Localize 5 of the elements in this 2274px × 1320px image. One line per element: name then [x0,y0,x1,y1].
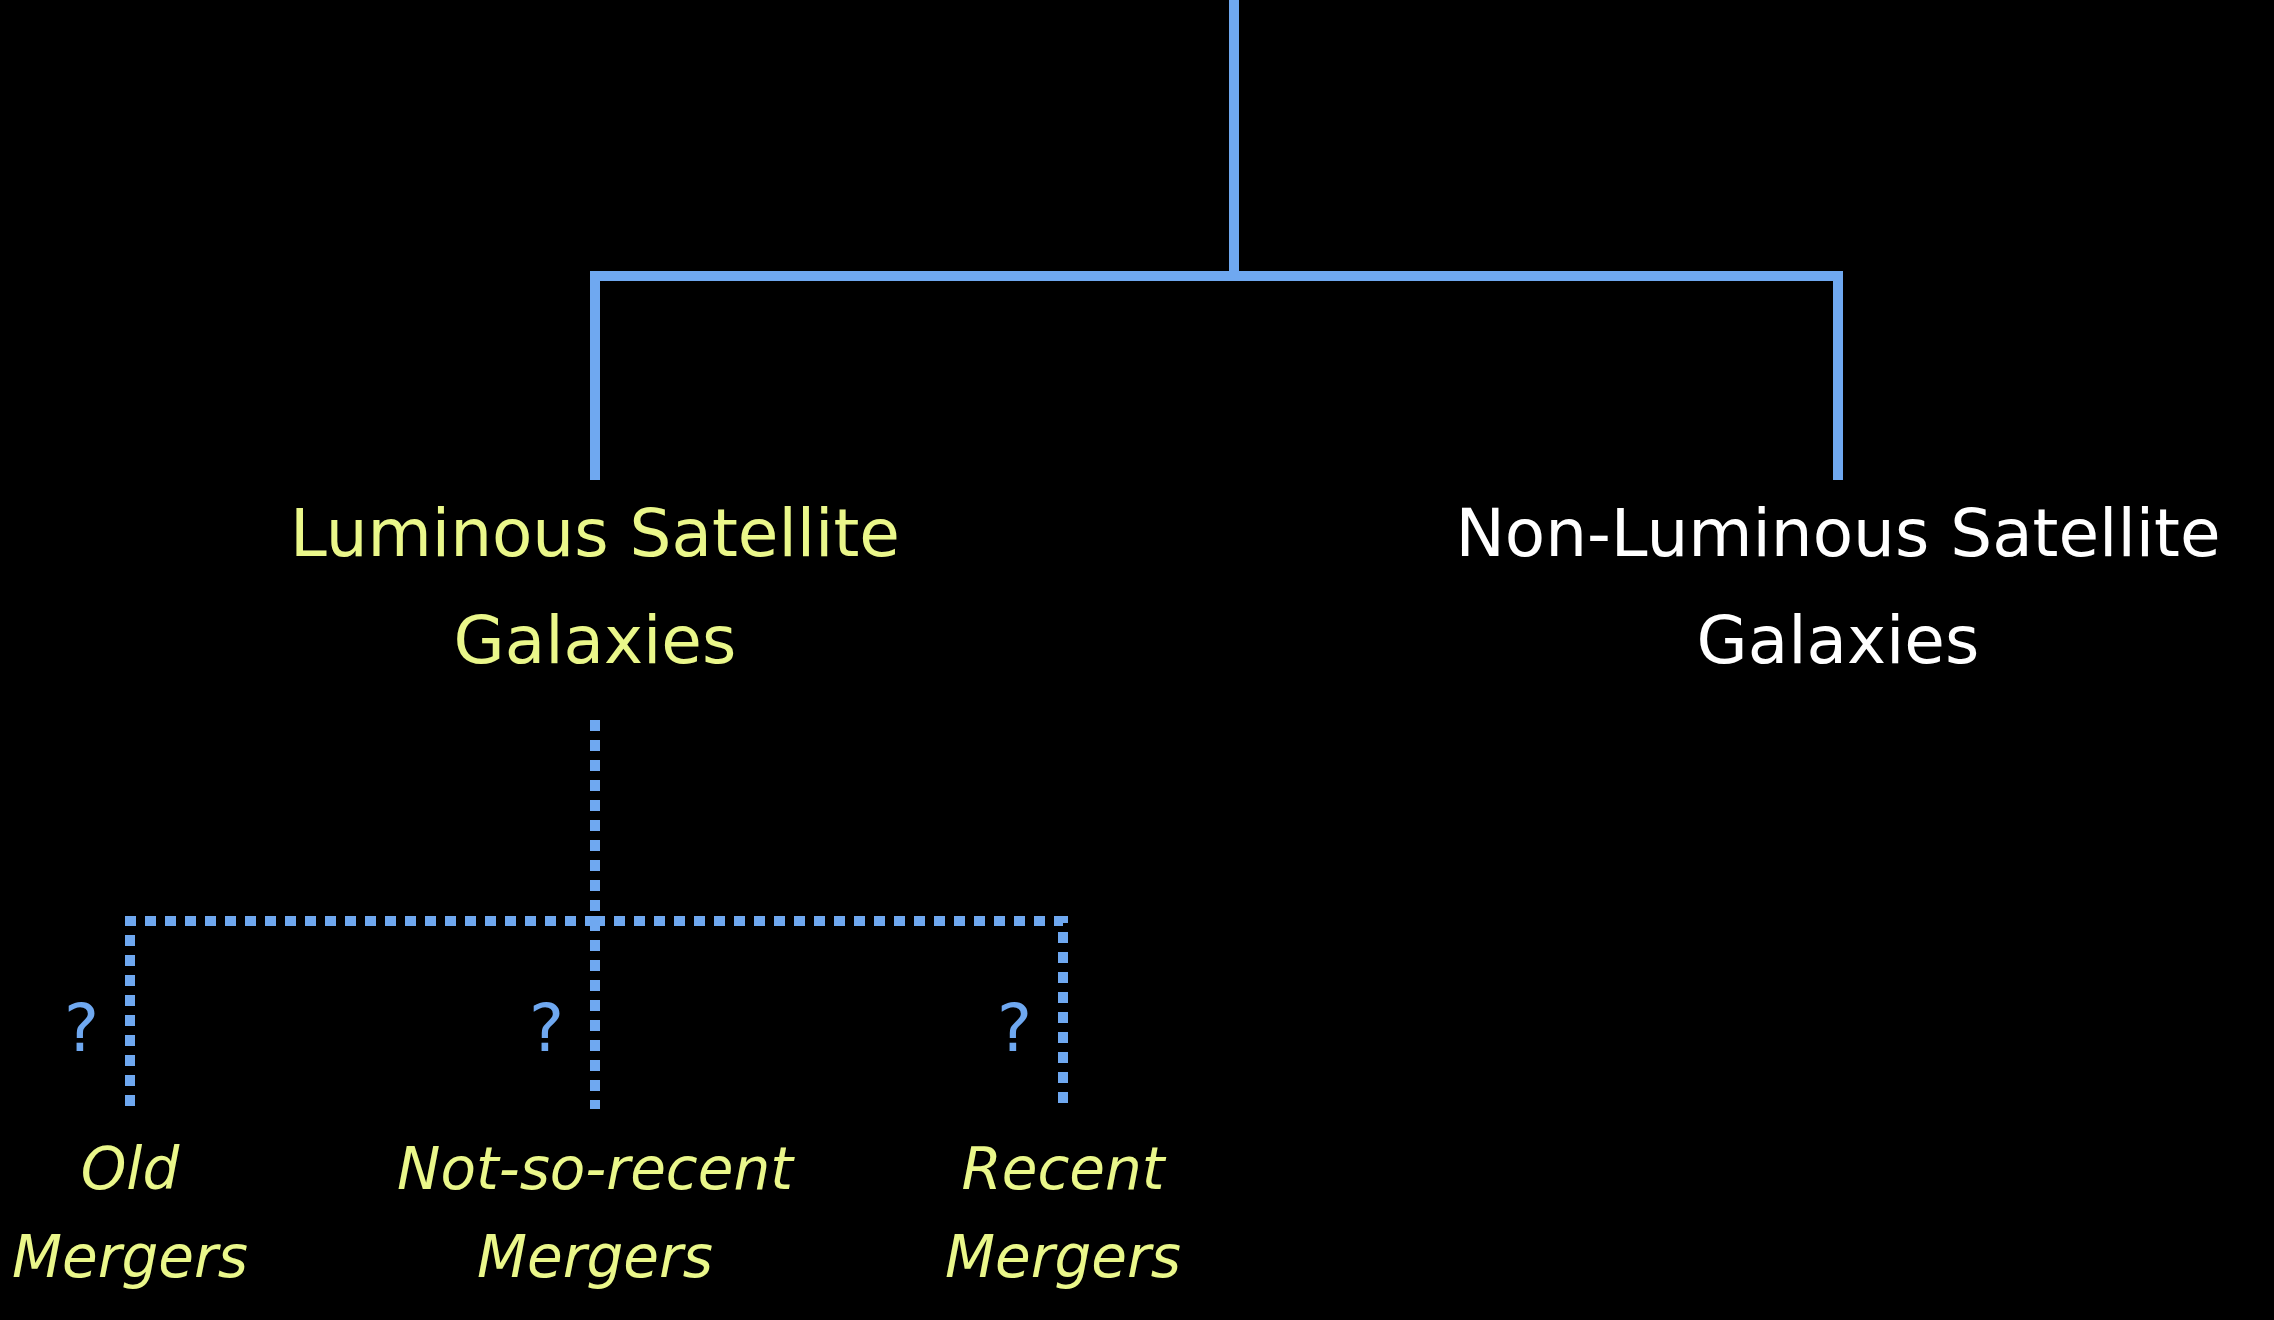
node-label: Old Mergers [10,1134,250,1293]
node-label: Not-so-recent Mergers [396,1134,796,1293]
node-label: Recent Mergers [943,1134,1183,1293]
node-label: Luminous Satellite Galaxies [289,494,901,681]
node-label: Non-Luminous Satellite Galaxies [1454,494,2222,681]
